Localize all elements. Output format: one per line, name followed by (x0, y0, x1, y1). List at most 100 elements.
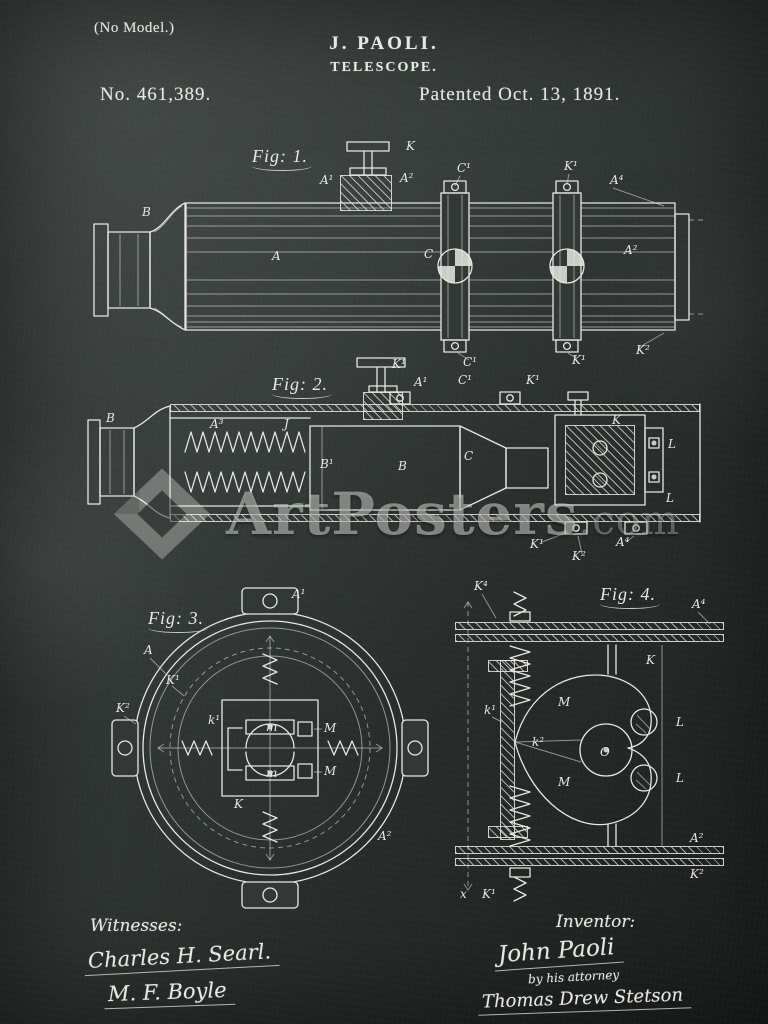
part-label: B (105, 411, 115, 425)
fig4-leader-lines (481, 593, 711, 723)
part-label: K (233, 797, 244, 811)
part-label: A¹ (319, 173, 333, 187)
fig1-leader-lines (454, 173, 665, 361)
part-label: M (557, 775, 571, 789)
part-label: A² (399, 171, 414, 185)
patent-number: No. 461,389. (100, 84, 212, 105)
clamp-bracket-hatch (363, 392, 403, 420)
eyepiece (87, 405, 171, 519)
tube-end (674, 213, 704, 321)
part-label: C¹ (463, 355, 477, 369)
figure-3: A¹ A K¹ K² k¹ m m M M K A² (110, 582, 446, 918)
patent-date: Patented Oct. 13, 1891. (419, 84, 621, 105)
part-label: A² (689, 831, 704, 845)
part-label: K (645, 653, 656, 667)
part-label: A (143, 643, 153, 657)
part-label: M (323, 721, 337, 735)
clamp-bracket-hatch (340, 175, 392, 211)
clamp-screw (346, 141, 390, 176)
fig1-label: Fig: 1. (252, 146, 308, 171)
part-label: K² (571, 549, 586, 563)
part-label: B¹ (319, 457, 334, 471)
part-label: J (281, 417, 290, 431)
part-label: A³ (209, 417, 224, 431)
part-label: K¹ (481, 887, 496, 901)
fig2-drawing: K¹ A¹ C¹ K¹ B A³ J B¹ B C K L L K¹ K² A⁴ (87, 357, 701, 563)
part-label: K² (689, 867, 704, 881)
adjusting-screws (509, 591, 617, 902)
inventor-signature: John Paoli (493, 933, 624, 972)
part-label: m (266, 766, 277, 780)
eyepiece (93, 202, 186, 331)
clamp-screw (356, 357, 406, 393)
centering-springs (181, 653, 359, 843)
rail-bottom-hatch-2 (455, 858, 724, 866)
part-label: A² (377, 829, 392, 843)
dimension-line (463, 601, 473, 891)
invention-title: TELESCOPE. (330, 60, 438, 75)
figure-2: K¹ A¹ C¹ K¹ B A³ J B¹ B C K L L K¹ K² A⁴ (60, 356, 716, 568)
part-label: K¹ (571, 353, 586, 367)
fig3-leader-lines (123, 657, 322, 773)
crosshair (157, 635, 383, 861)
part-label: C¹ (458, 373, 472, 387)
part-label: A¹ (291, 587, 305, 601)
part-label: A⁴ (691, 597, 706, 611)
ring-tabs (111, 587, 429, 909)
rail-top-hatch-1 (455, 622, 724, 630)
part-label: K (611, 413, 622, 427)
inner-tube (309, 425, 549, 511)
part-label: C (464, 449, 473, 463)
part-label: m (266, 720, 277, 734)
part-label: B (397, 459, 407, 473)
part-label: K (405, 139, 416, 153)
fig3-label: Fig: 3. (148, 608, 204, 633)
drawtube-and-springs (169, 417, 311, 507)
part-label: x (460, 887, 467, 901)
part-label: K² (635, 343, 650, 357)
flange-bottom-hatch (488, 826, 528, 838)
part-label: k¹ (208, 713, 220, 727)
part-label: k² (532, 735, 544, 749)
part-label: M (557, 695, 571, 709)
part-label: L (675, 715, 684, 729)
attorney-signature: Thomas Drew Stetson (477, 984, 692, 1016)
part-label: K¹ (563, 159, 578, 173)
figure-1: K A¹ A² B A C C¹ K¹ A⁴ A² C¹ K¹ K² (64, 128, 712, 378)
fig4-drawing: K⁴ A⁴ K k¹ k² M M O L L A² K² x K¹ (460, 579, 711, 902)
witness-signature-2: M. F. Boyle (103, 977, 236, 1010)
mounting-ring-1 (437, 180, 473, 353)
central-cell (221, 699, 319, 797)
part-label: K⁴ (473, 579, 488, 593)
rail-bottom-hatch-1 (455, 846, 724, 854)
witness-signature-1-text: Charles H. Searl. (83, 938, 280, 977)
witnesses-label: Witnesses: (90, 916, 183, 936)
cam-body (514, 645, 663, 846)
part-label: A² (623, 243, 638, 257)
witness-signature-1: Charles H. Searl. (83, 938, 280, 977)
part-label: C (424, 247, 433, 261)
part-label: A (271, 249, 281, 263)
part-label: L (667, 437, 676, 451)
part-label: K² (115, 701, 130, 715)
flange-top-hatch (488, 660, 528, 672)
inventor-name: J. PAOLI. (329, 33, 439, 54)
no-model-note: (No Model.) (94, 20, 175, 36)
wall-tabs (389, 391, 701, 535)
fig2-label: Fig: 2. (272, 374, 328, 399)
part-label: C¹ (457, 161, 471, 175)
part-label: K¹ (525, 373, 540, 387)
part-label: K¹ (165, 673, 180, 687)
part-label: M (323, 764, 337, 778)
attorney-signature-text: Thomas Drew Stetson (477, 984, 692, 1016)
main-tube (185, 202, 676, 331)
inventor-signature-text: John Paoli (493, 933, 624, 972)
attorney-note: by his attorney (527, 967, 620, 987)
part-label: k¹ (484, 703, 496, 717)
mounting-ring-2 (549, 180, 585, 353)
part-label: A⁴ (615, 535, 630, 549)
witness-signature-2-text: M. F. Boyle (103, 977, 236, 1010)
part-label: L (675, 771, 684, 785)
part-label: A⁴ (609, 173, 624, 187)
